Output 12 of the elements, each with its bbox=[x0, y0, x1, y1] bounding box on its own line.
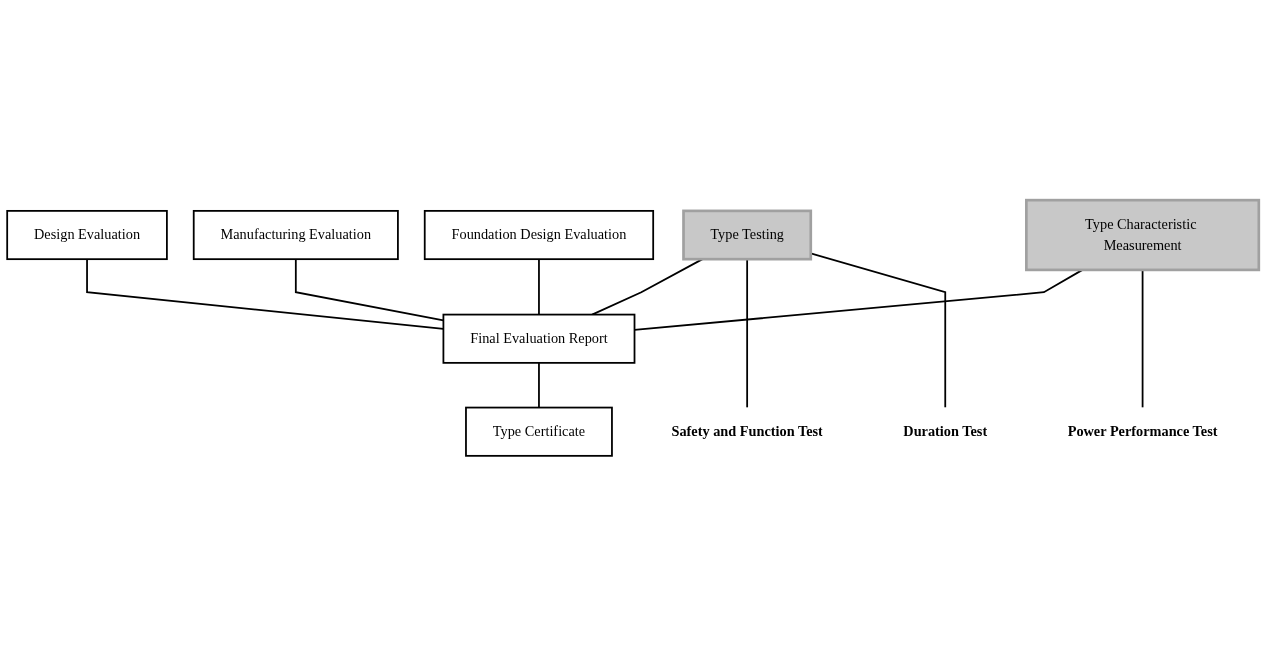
node-box: Type Testing bbox=[682, 209, 813, 260]
node-box: Final Evaluation Report bbox=[442, 313, 636, 364]
node-box: Foundation Design Evaluation bbox=[423, 209, 655, 260]
node-box: Design Evaluation bbox=[6, 209, 168, 260]
node-text: Power Performance Test bbox=[1067, 423, 1218, 439]
node-text: Safety and Function Test bbox=[671, 423, 823, 439]
node-box: Manufacturing Evaluation bbox=[192, 209, 399, 260]
connector bbox=[538, 257, 540, 315]
node-box: Type Certificate bbox=[465, 406, 613, 457]
connector bbox=[538, 361, 540, 408]
node-box: Type Characteristic Measurement bbox=[1025, 198, 1261, 271]
node-text: Duration Test bbox=[903, 423, 988, 439]
